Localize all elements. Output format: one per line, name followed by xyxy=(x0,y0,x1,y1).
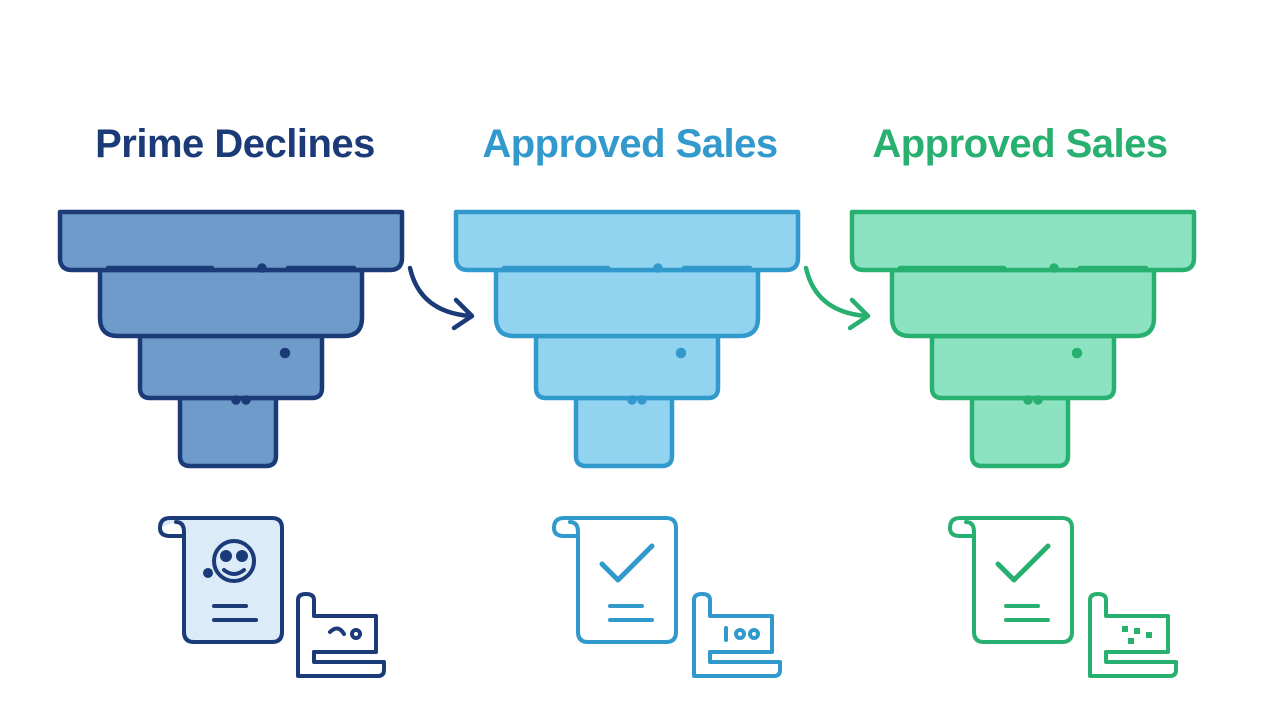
checkmark-icon xyxy=(995,543,1051,583)
laptop-icon-approved-sales-1 xyxy=(692,592,782,678)
column-title-prime-declines: Prime Declines xyxy=(95,122,375,166)
funnel-icon-approved-sales-2 xyxy=(849,209,1197,469)
face-icon xyxy=(203,539,256,583)
funnel-icon-approved-sales-1 xyxy=(453,209,801,469)
funnel-icon-prime-declines xyxy=(57,209,405,469)
laptop-icon-prime-declines xyxy=(296,592,386,678)
document-icon-prime-declines xyxy=(158,516,284,644)
curved-arrow-icon-2 xyxy=(803,265,871,331)
curved-arrow-icon-1 xyxy=(407,265,475,331)
laptop-icon-approved-sales-2 xyxy=(1088,592,1178,678)
column-title-approved-sales-1: Approved Sales xyxy=(482,122,778,166)
column-title-approved-sales-2: Approved Sales xyxy=(872,122,1168,166)
checkmark-icon xyxy=(599,543,655,583)
